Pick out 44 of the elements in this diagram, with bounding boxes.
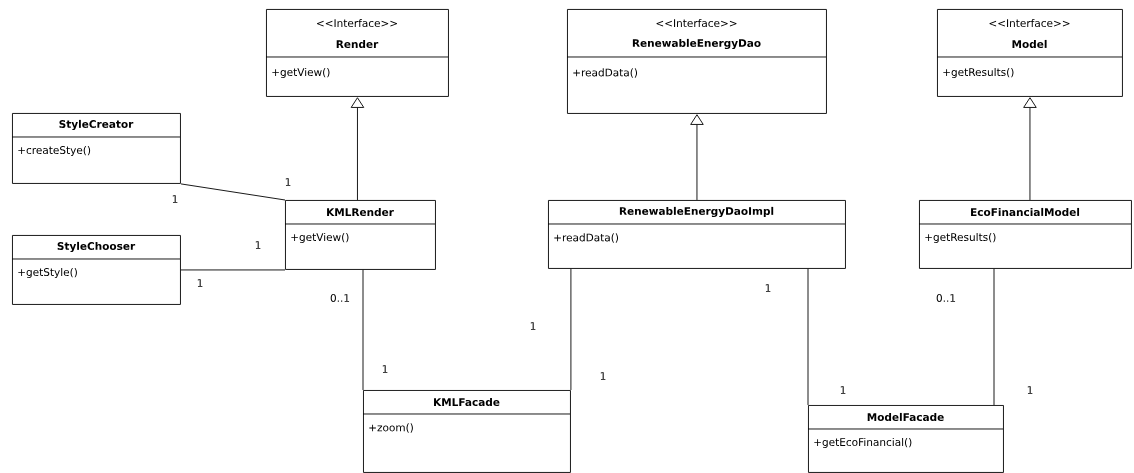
class-name: Model xyxy=(1012,39,1047,49)
generalization-arrow xyxy=(350,97,365,201)
stereotype-label: <<Interface>> xyxy=(317,18,397,28)
multiplicity-label: 1 xyxy=(765,284,771,292)
class-name: EcoFinancialModel xyxy=(971,207,1080,217)
multiplicity-label: 1 xyxy=(530,322,536,330)
association-line xyxy=(180,269,286,271)
class-name: KMLRender xyxy=(327,207,394,217)
multiplicity-label: 0..1 xyxy=(330,294,350,302)
method-name: +createStye() xyxy=(18,145,91,157)
multiplicity-label: 1 xyxy=(197,279,203,287)
class-name: RenewableEnergyDaoImpl xyxy=(619,206,774,218)
stereotype-label: <<Interface>> xyxy=(989,18,1070,28)
association-line xyxy=(180,183,286,201)
class-name: KMLFacade xyxy=(434,397,500,407)
multiplicity-label: 1 xyxy=(600,372,606,380)
class-name: StyleCreator xyxy=(59,119,134,131)
method-name: +readData() xyxy=(573,68,638,78)
generalization-arrow xyxy=(690,114,704,201)
method-name: +getEcoFinancial() xyxy=(814,437,912,449)
association-line xyxy=(570,268,572,391)
association-line xyxy=(807,268,809,406)
multiplicity-label: 1 xyxy=(1027,386,1033,394)
class-name: StyleChooser xyxy=(57,241,136,253)
multiplicity-label: 1 xyxy=(382,365,388,373)
association-line xyxy=(362,269,364,391)
method-name: +getView() xyxy=(291,232,349,244)
generalization-arrow xyxy=(1023,97,1037,201)
multiplicity-label: 0..1 xyxy=(936,294,956,302)
multiplicity-label: 1 xyxy=(840,386,846,394)
method-name: +getResults() xyxy=(925,232,996,244)
class-name: RenewableEnergyDao xyxy=(632,38,761,50)
method-name: +getView() xyxy=(272,67,330,79)
multiplicity-label: 1 xyxy=(255,241,261,249)
method-name: +getResults() xyxy=(943,67,1014,79)
class-name: ModelFacade xyxy=(867,412,944,422)
multiplicity-label: 1 xyxy=(172,195,178,203)
method-name: +getStyle() xyxy=(18,267,77,279)
method-name: +readData() xyxy=(554,233,619,243)
method-name: +zoom() xyxy=(369,423,413,433)
stereotype-label: <<Interface>> xyxy=(656,18,737,28)
class-name: Render xyxy=(336,39,379,49)
association-line xyxy=(993,268,995,406)
multiplicity-label: 1 xyxy=(285,178,291,186)
